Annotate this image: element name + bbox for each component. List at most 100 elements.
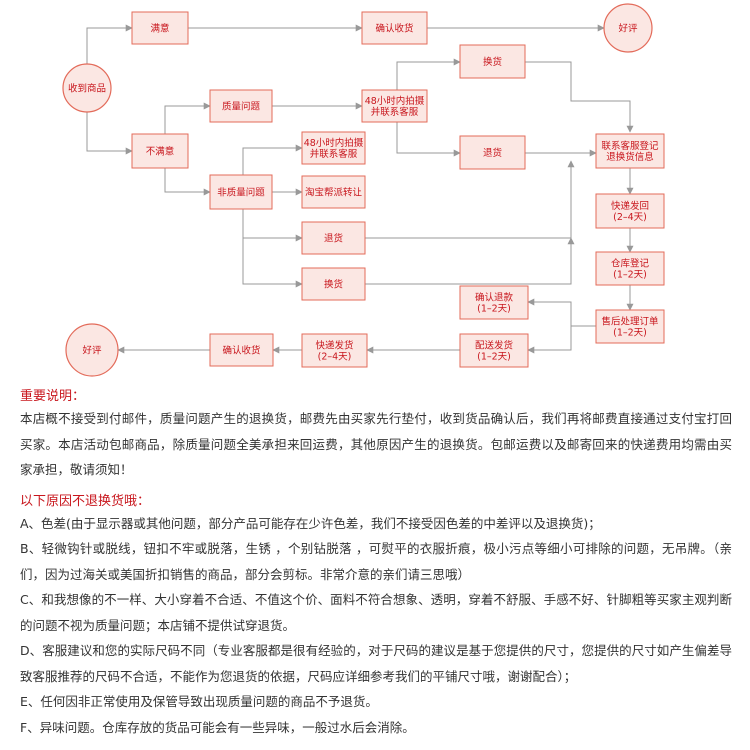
node-express-ship-label: (2–4天) [318, 352, 352, 363]
node-confirm-bottom-label: 确认收货 [222, 345, 260, 357]
node-warehouse-register-label: 仓库登记 [611, 258, 650, 270]
edge-contact-to-return [396, 122, 461, 157]
node-exchange-top-box [459, 44, 526, 79]
note-item-a: A、色差(由于显示器或其他问题，部分产品可能存在少许色差，我们不接受因色差的中差… [20, 515, 601, 531]
node-warehouse-register: 仓库登记(1–2天) [595, 251, 665, 286]
edge-exchange-nq-to-csregister [365, 237, 575, 285]
node-express-ship: 快递发货(2–4天) [301, 333, 368, 368]
node-after-sales-label: 售后处理订单 [601, 316, 659, 328]
node-delivery: 配送发货(1–2天) [459, 333, 529, 368]
node-warehouse-register-label: (1–2天) [613, 270, 647, 281]
node-quality-issue-label: 质量问题 [222, 101, 261, 113]
node-after-sales: 售后处理订单(1–2天) [595, 309, 665, 344]
node-good-review-top: 好评 [603, 3, 653, 53]
edge-unsatisfied-to-nonquality [164, 168, 211, 196]
node-warehouse-register-box [595, 251, 665, 286]
node-confirm-refund-box [459, 285, 529, 320]
node-delivery-label: (1–2天) [477, 352, 511, 363]
note-item-f: F、异味问题。仓库存放的货品可能会有一些异味，一般过水后会消除。 [20, 719, 415, 735]
edge-contact-to-exchange [396, 58, 461, 92]
node-good-review-top-circle [603, 3, 653, 53]
node-cs-register-label: 联系客服登记 [601, 140, 659, 152]
node-return-top: 退货 [459, 135, 526, 170]
important-title: 重要说明： [20, 389, 86, 404]
node-good-review-top-label: 好评 [618, 23, 638, 35]
node-unsatisfied-label: 不满意 [146, 146, 175, 158]
edge-start-to-satisfied [86, 24, 133, 64]
node-exchange-top: 换货 [459, 44, 526, 79]
node-return-nq: 退货 [301, 221, 366, 255]
node-express-ship-label: 快递发货 [315, 340, 353, 352]
edge-start-to-unsatisfied [86, 112, 133, 155]
node-good-review-bottom: 好评 [65, 323, 119, 377]
node-express-send-right-box [595, 193, 665, 229]
node-return-top-label: 退货 [483, 147, 502, 159]
node-satisfied-box [131, 11, 189, 45]
node-quality-issue: 质量问题 [209, 89, 273, 123]
node-taobao-help: 淘宝帮派转让 [301, 175, 366, 209]
edge-return-nq-to-csregister [365, 160, 575, 239]
edge-nonquality-to-return [242, 206, 303, 242]
node-delivery-box [459, 333, 529, 368]
note-item-d: D、客服建议和您的实际尺码不同（专业客服都是很有经验的，对于尺码的建议是基于您提… [20, 643, 732, 684]
note-item-b: B、轻微钩针或脱线，钮扣不牢或脱落，生锈 ，个别钻脱落 ，可熨平的衣服折痕，极小… [20, 541, 732, 582]
node-contact-48h-nq-label: 并联系客服 [310, 148, 358, 160]
notes-section: 重要说明： 本店概不接受到付邮件，质量问题产生的退换货，邮费先由买家先行垫付，收… [20, 388, 732, 740]
node-confirm-refund: 确认退款(1–2天) [459, 285, 529, 320]
node-exchange-top-label: 换货 [483, 56, 502, 68]
node-contact-48h-nq-box [301, 131, 366, 165]
edge-aftersales-to-delivery [527, 325, 596, 354]
node-after-sales-label: (1–2天) [613, 328, 647, 339]
node-express-send-right-label: (2–4天) [613, 212, 647, 223]
node-express-send-right: 快递发回(2–4天) [595, 193, 665, 229]
flow-connectors [86, 24, 634, 354]
node-unsatisfied-box [131, 133, 189, 169]
node-contact-48h-main-label: 48小时内拍摄 [365, 95, 425, 107]
node-cs-register-box [595, 133, 665, 169]
node-exchange-nq: 换货 [301, 267, 366, 301]
edge-aftersales-to-refund [527, 298, 596, 327]
node-good-review-bottom-circle [65, 323, 119, 377]
node-satisfied-label: 满意 [150, 23, 169, 35]
node-cs-register-label: 退换货信息 [606, 151, 654, 163]
node-taobao-help-box [301, 175, 366, 209]
node-confirm-top-label: 确认收货 [375, 23, 413, 35]
note-item-e: E、任何因非正常使用及保管导致出现质量问题的商品不予退货。 [20, 694, 378, 709]
node-non-quality-issue: 非质量问题 [209, 174, 273, 210]
note-item-c: C、和我想像的不一样、大小穿着不合适、不值这个价、面料不符合想象、透明，穿着不舒… [20, 592, 732, 633]
node-confirm-bottom: 确认收货 [209, 333, 274, 367]
node-contact-48h-main-label: 并联系客服 [371, 106, 419, 118]
node-contact-48h-main-box [361, 89, 428, 123]
node-exchange-nq-label: 换货 [324, 279, 343, 291]
node-express-ship-box [301, 333, 368, 368]
node-confirm-bottom-box [209, 333, 274, 367]
node-non-quality-issue-label: 非质量问题 [217, 187, 265, 199]
edge-nonquality-to-exchange [242, 238, 303, 288]
edge-unsatisfied-to-quality [164, 102, 211, 134]
node-non-quality-issue-box [209, 174, 273, 210]
node-confirm-refund-label: 确认退款 [475, 292, 514, 304]
node-confirm-top-box [361, 11, 428, 45]
node-confirm-refund-label: (1–2天) [477, 304, 511, 315]
edge-exchange-top-to-csregister [525, 61, 634, 133]
node-satisfied: 满意 [131, 11, 189, 45]
node-contact-48h-nq-label: 48小时内拍摄 [304, 137, 364, 149]
node-start-circle [62, 63, 112, 113]
node-return-nq-box [301, 221, 366, 255]
node-start-label: 收到商品 [68, 83, 106, 95]
node-return-top-box [459, 135, 526, 170]
node-after-sales-box [595, 309, 665, 344]
node-quality-issue-box [209, 89, 273, 123]
node-delivery-label: 配送发货 [475, 340, 513, 352]
node-return-nq-label: 退货 [324, 233, 343, 245]
no-return-title: 以下原因不退换货哦： [20, 493, 151, 509]
important-body: 本店概不接受到付邮件，质量问题产生的退换货，邮费先由买家先行垫付，收到货品确认后… [20, 411, 732, 477]
node-exchange-nq-box [301, 267, 366, 301]
node-unsatisfied: 不满意 [131, 133, 189, 169]
node-good-review-bottom-label: 好评 [82, 345, 102, 357]
node-confirm-top: 确认收货 [361, 11, 428, 45]
